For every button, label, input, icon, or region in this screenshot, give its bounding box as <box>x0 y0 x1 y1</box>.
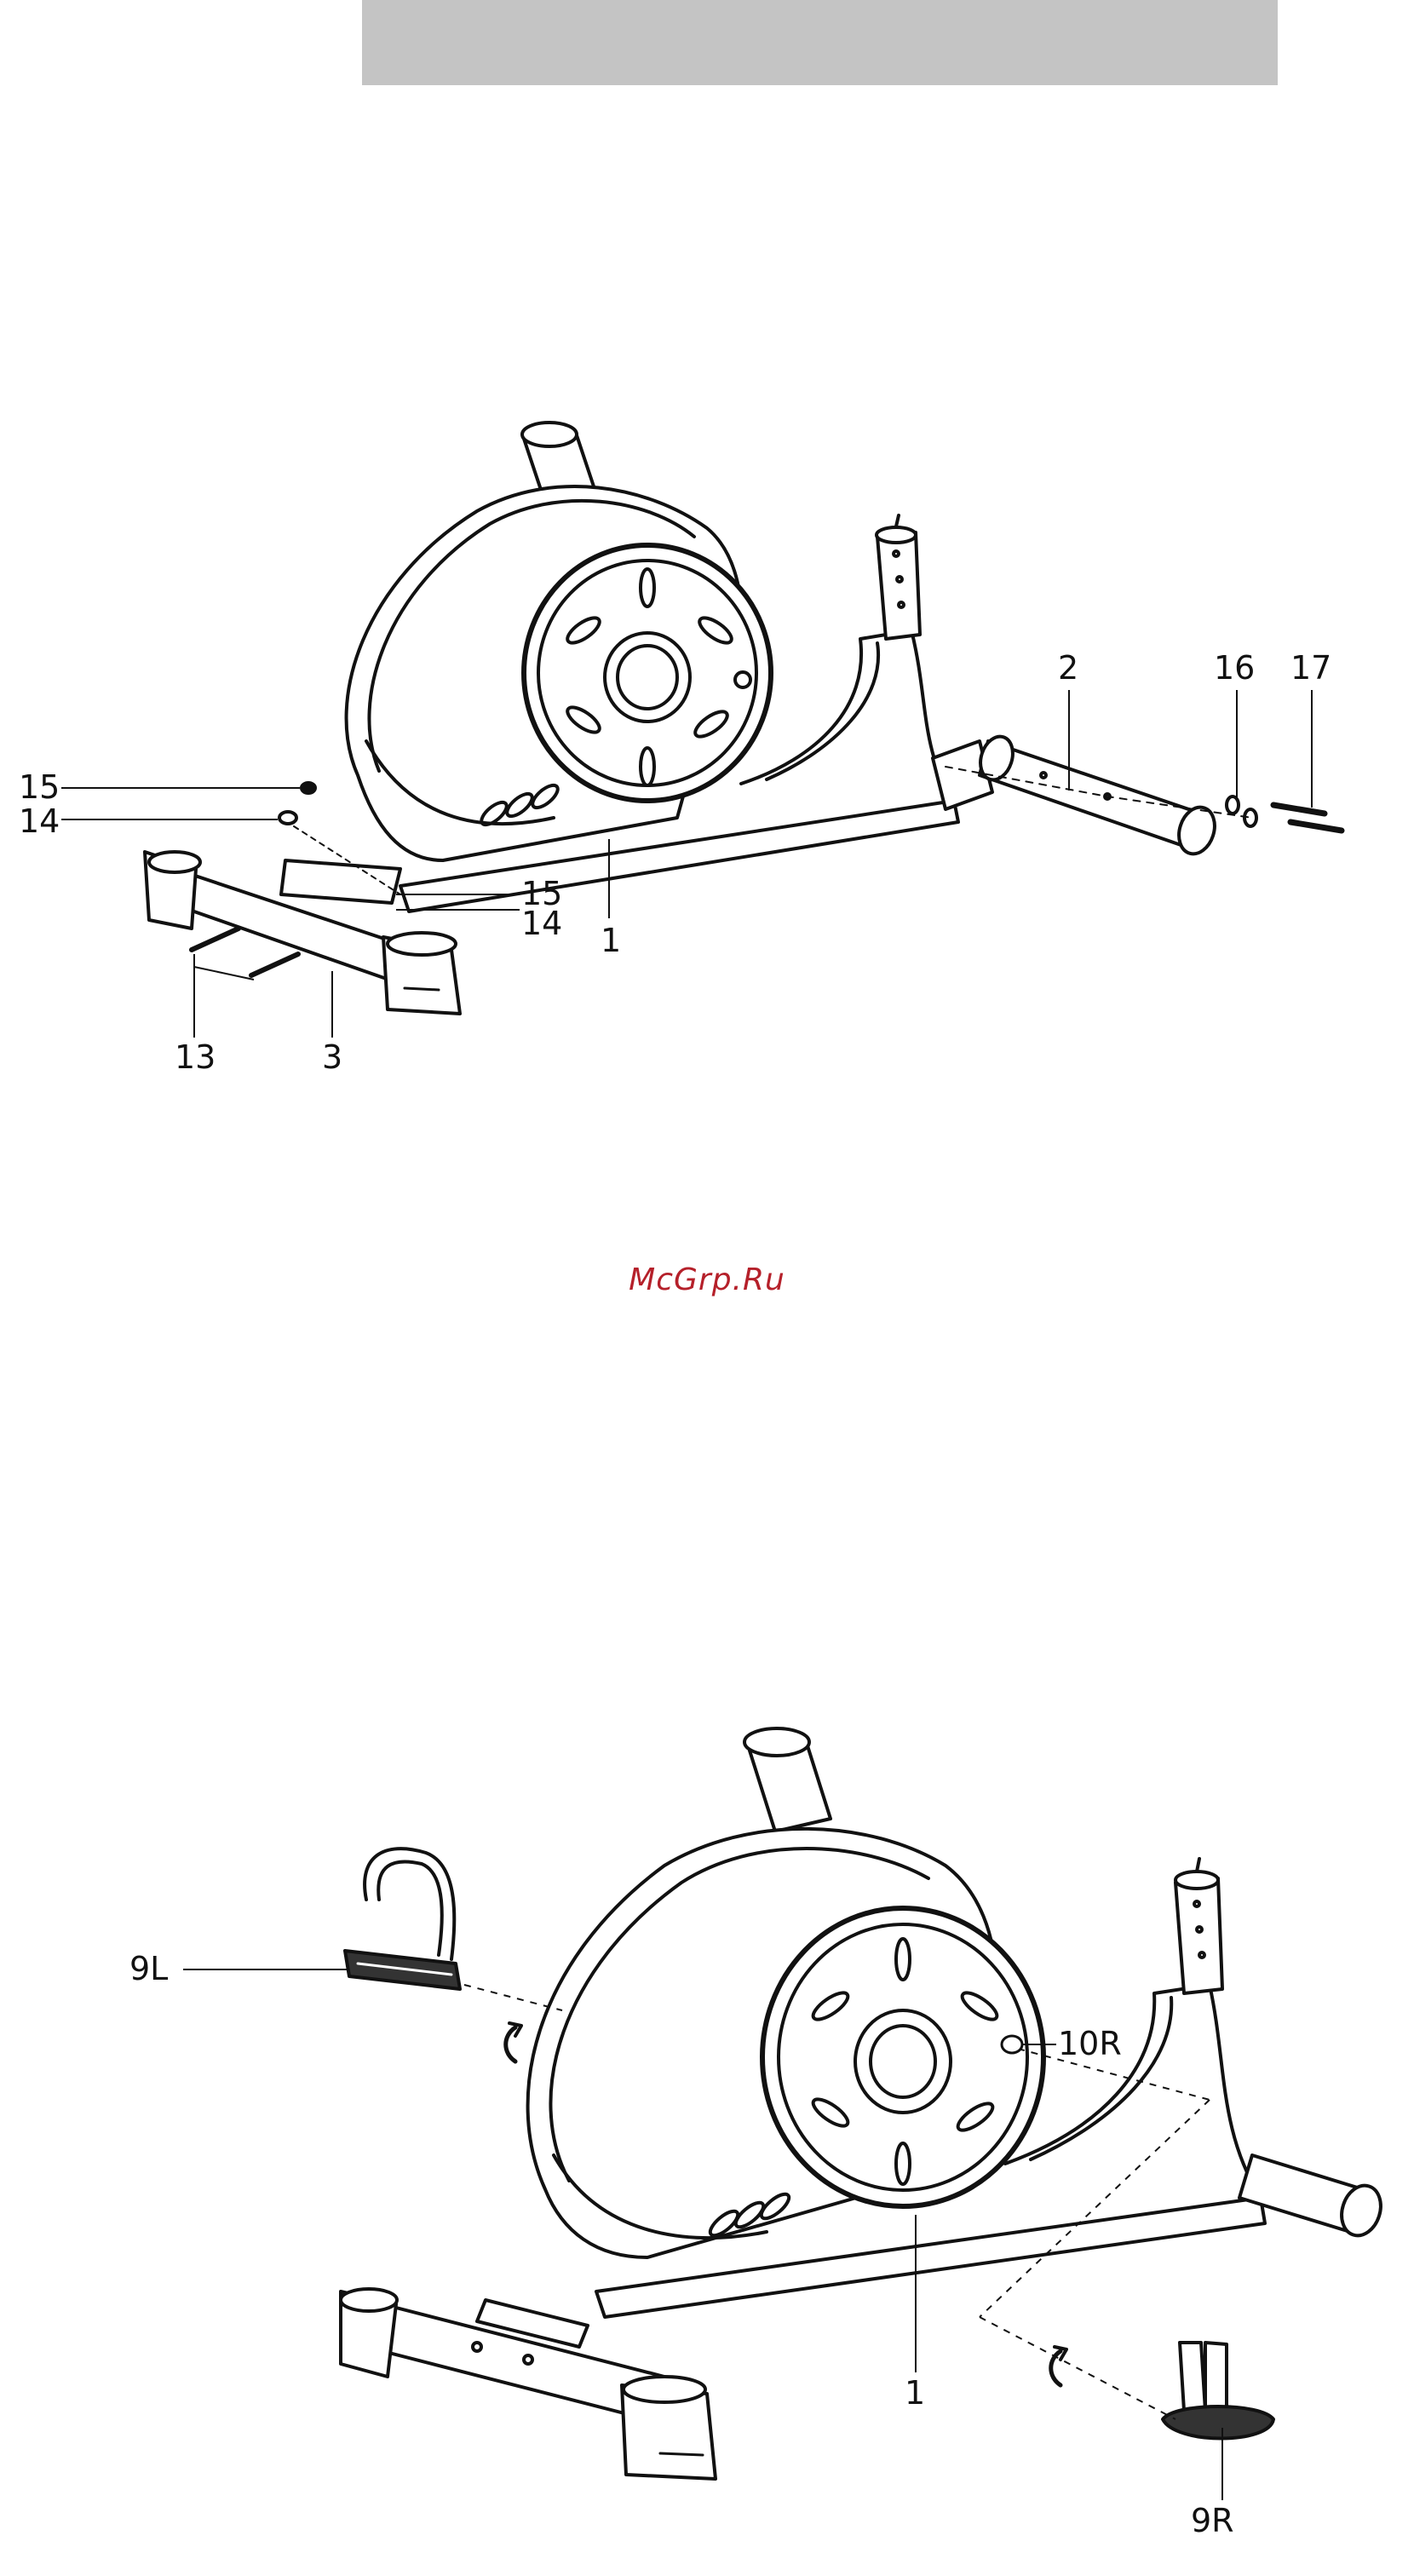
callout-16-top: 16 <box>1214 652 1255 684</box>
callout-3-top: 3 <box>322 1041 342 1073</box>
callout-1-bottom-frame: 1 <box>905 2377 925 2409</box>
assembly-diagram-step-1: 15 14 15 14 1 13 3 2 16 17 <box>0 341 1414 1107</box>
callout-9l: 9L <box>129 1952 168 1985</box>
bike-pedal-illustration-bottom <box>0 1670 1414 2576</box>
callout-10r: 10R <box>1058 2027 1122 2060</box>
callout-15-top-left: 15 <box>19 771 60 803</box>
callout-2-top: 2 <box>1058 652 1078 684</box>
callout-1-top-frame: 1 <box>601 924 621 957</box>
callout-17-top: 17 <box>1290 652 1331 684</box>
callout-9r: 9R <box>1191 2504 1234 2537</box>
callout-14-top-left: 14 <box>19 805 60 837</box>
bike-frame-illustration-top <box>0 341 1414 1107</box>
header-bar <box>362 0 1278 85</box>
callout-14-top-bracket: 14 <box>521 907 562 940</box>
callout-13-top: 13 <box>175 1041 216 1073</box>
watermark-text: McGrp.Ru <box>0 1262 1414 1297</box>
assembly-diagram-step-2: 9L 10R 1 9R <box>0 1670 1414 2576</box>
